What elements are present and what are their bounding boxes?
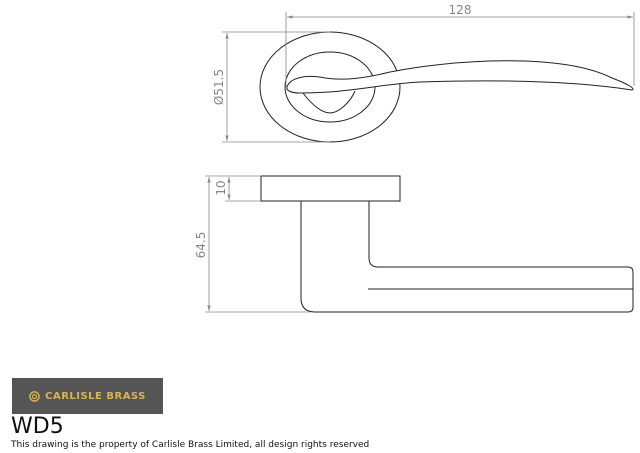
top-view [259, 31, 634, 143]
length-dimension [285, 12, 635, 87]
thickness-label: 10 [214, 180, 228, 195]
side-dimensions [205, 175, 310, 313]
lever-side [300, 201, 634, 313]
side-view [260, 175, 634, 313]
rose-cutout [302, 90, 356, 114]
model-number: WD5 [11, 414, 64, 439]
diameter-dimension [222, 31, 330, 143]
diameter-label: Ø51.5 [212, 69, 226, 105]
brand-name: CARLISLE BRASS [45, 390, 146, 402]
length-label: 128 [449, 3, 472, 17]
projection-label: 64.5 [194, 232, 208, 259]
copyright-notice: This drawing is the property of Carlisle… [11, 440, 370, 450]
rose-side [260, 175, 401, 202]
lever-top-view [286, 60, 634, 94]
brand-mark-icon [29, 390, 40, 402]
brand-logo: CARLISLE BRASS [12, 378, 163, 414]
